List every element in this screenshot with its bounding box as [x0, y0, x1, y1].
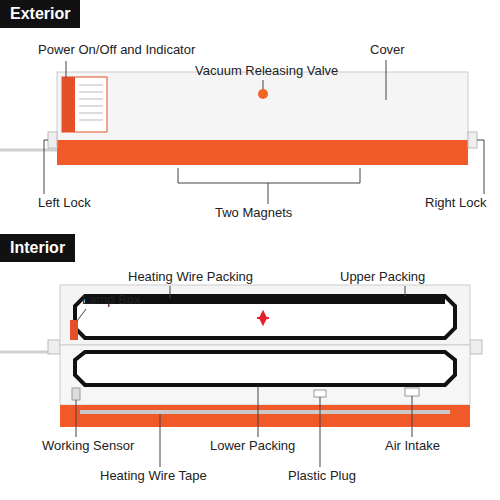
air-intake — [405, 388, 419, 396]
section-tab: Interior — [0, 234, 75, 262]
section-title: Exterior — [10, 5, 70, 22]
left-lock — [48, 132, 57, 148]
leader-lines — [44, 60, 484, 204]
part-label: Plastic Plug — [288, 468, 356, 484]
cover — [57, 72, 468, 142]
section-tab: Exterior — [0, 0, 80, 28]
lamp-box — [70, 320, 78, 340]
working-sensor — [72, 388, 80, 400]
part-label: Heating Wire Packing — [128, 269, 253, 285]
part-label: Vacuum Releasing Valve — [195, 63, 338, 79]
release-valve — [258, 89, 268, 99]
base-strip — [60, 405, 470, 427]
part-label: Working Sensor — [42, 438, 134, 454]
part-label: Heating Wire Tape — [100, 468, 207, 484]
part-label: Lower Packing — [210, 438, 295, 454]
hinge — [48, 340, 60, 354]
part-label: Right Lock — [425, 195, 486, 211]
part-label: Air Intake — [385, 438, 440, 454]
part-label: Lamp Box — [82, 292, 141, 308]
lower-body — [60, 345, 470, 405]
section-title: Interior — [10, 239, 65, 256]
hinge — [470, 340, 482, 354]
part-label: Left Lock — [38, 195, 91, 211]
part-label: Cover — [370, 42, 405, 58]
panel-print — [79, 85, 103, 120]
latch-mark — [257, 312, 269, 324]
open-lid — [60, 285, 470, 345]
base-strip — [57, 140, 468, 165]
right-lock — [468, 132, 477, 148]
part-label: Two Magnets — [215, 205, 292, 221]
power-cable — [0, 351, 50, 354]
control-panel — [62, 77, 107, 132]
part-label: Power On/Off and Indicator — [38, 42, 195, 58]
part-label: Upper Packing — [340, 269, 425, 285]
lower-packing — [75, 352, 455, 385]
power-button — [62, 77, 75, 132]
heating-wire-tape — [80, 410, 450, 414]
power-cable — [0, 149, 57, 152]
plastic-plug — [314, 390, 326, 397]
